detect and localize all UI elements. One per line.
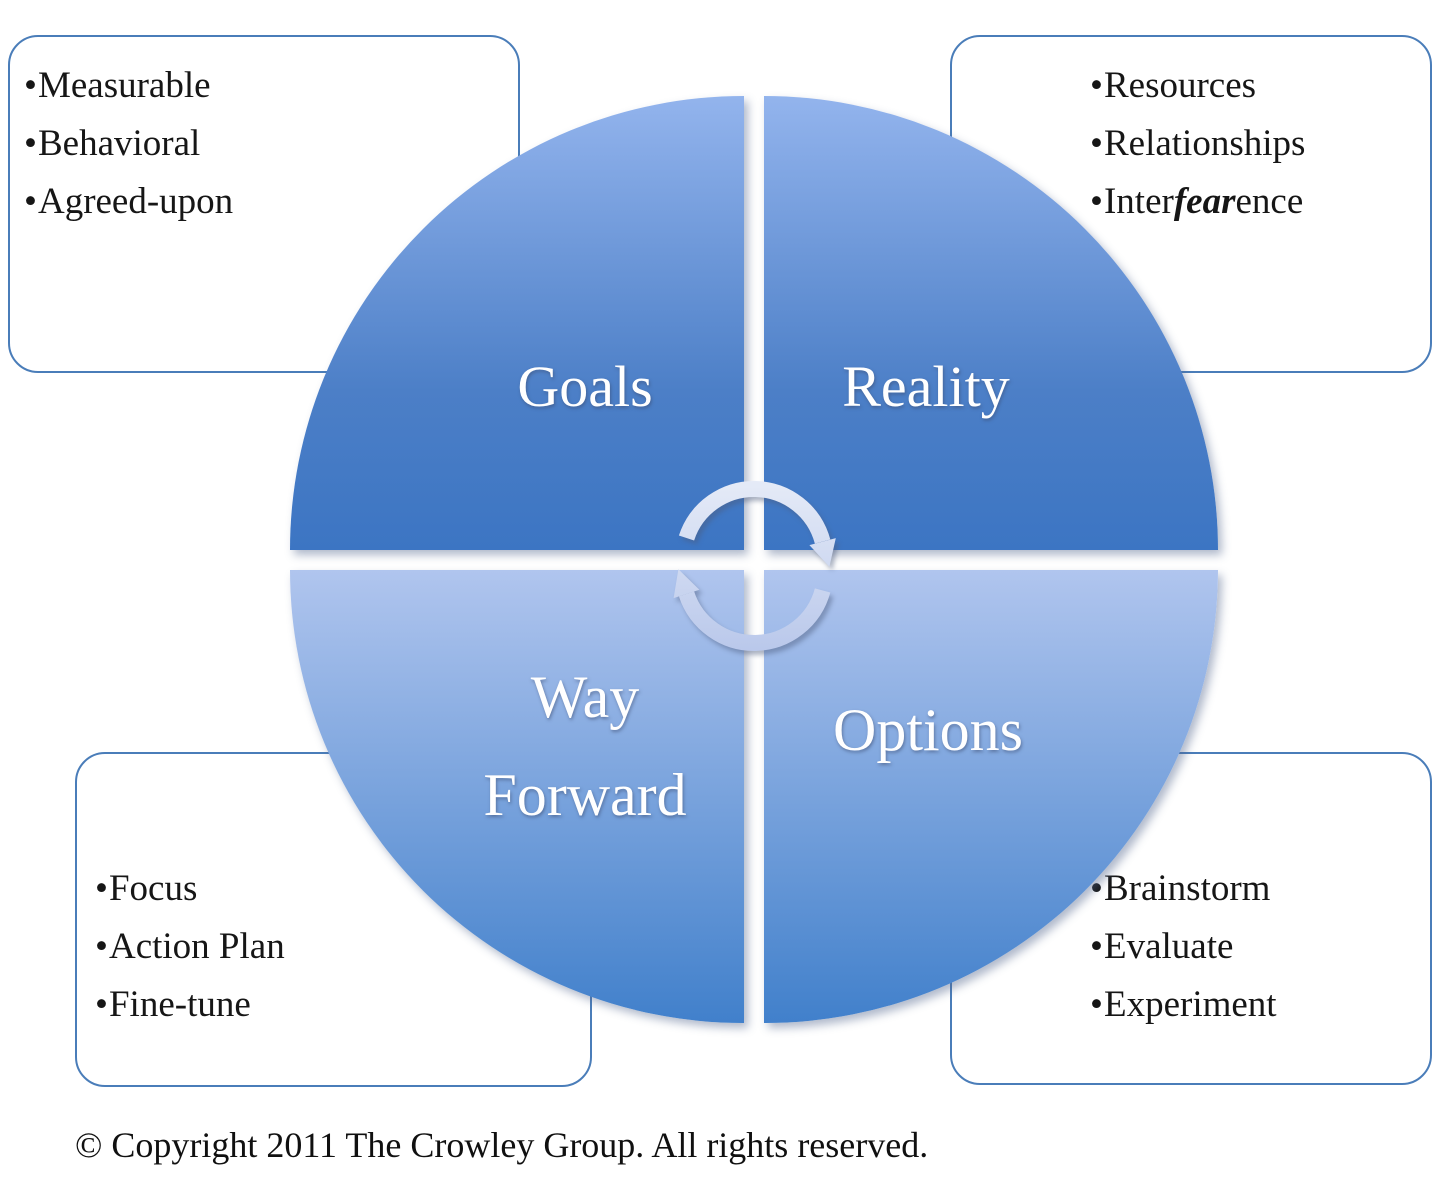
cycle-arrow-top-arc [678, 480, 831, 544]
bullet-glyph: • [1090, 181, 1103, 222]
cycle-arrow-bottom-head [673, 569, 700, 599]
bullet-item: •Agreed-upon [24, 181, 234, 222]
copyright-text: © Copyright 2011 The Crowley Group. All … [75, 1125, 929, 1165]
reality-bullet-list: •Resources •Relationships •Interfearence [952, 37, 1430, 231]
bullet-item: •Measurable [24, 65, 211, 106]
bullet-item: •Relationships [1090, 123, 1306, 164]
bullet-glyph: • [24, 65, 37, 106]
bullet-glyph: • [24, 123, 37, 164]
bullet-glyph: • [1090, 926, 1103, 967]
bullet-glyph: • [1090, 65, 1103, 106]
bullet-glyph: • [95, 868, 108, 909]
bullet-item: •Evaluate [1090, 926, 1234, 967]
bullet-item: •Focus [95, 868, 198, 909]
bullet-item: •Action Plan [95, 926, 285, 967]
bullet-item: •Interfearence [1090, 181, 1304, 222]
bullet-item: •Experiment [1090, 984, 1277, 1025]
quadrant-label-way-forward: Way Forward [483, 648, 686, 844]
bullet-glyph: • [95, 926, 108, 967]
bullet-glyph: • [1090, 123, 1103, 164]
quadrant-label-options: Options [832, 697, 1024, 763]
cycle-arrows-icon [673, 480, 836, 651]
goals-bullet-list: •Measurable •Behavioral •Agreed-upon [10, 37, 518, 231]
options-bullet-list: •Brainstorm •Evaluate •Experiment [952, 754, 1430, 1034]
quadrant-label-goals: Goals [517, 354, 653, 419]
callout-goals: •Measurable •Behavioral •Agreed-upon [8, 35, 520, 373]
bullet-glyph: • [1090, 984, 1103, 1025]
quadrant-label-reality: Reality [842, 354, 1010, 419]
way-forward-bullet-list: •Focus •Action Plan •Fine-tune [77, 754, 590, 1034]
cycle-arrow-top-head [809, 538, 836, 567]
bullet-glyph: • [95, 984, 108, 1025]
way-forward-line-2: Forward [483, 762, 687, 828]
cycle-arrow-bottom-arc [678, 588, 831, 651]
bullet-item: •Resources [1090, 65, 1257, 106]
bullet-item: •Fine-tune [95, 984, 251, 1025]
way-forward-line-1: Way [530, 664, 640, 730]
bullet-item: •Brainstorm [1090, 868, 1271, 909]
bullet-item: •Behavioral [24, 123, 201, 164]
bullet-glyph: • [24, 181, 37, 222]
